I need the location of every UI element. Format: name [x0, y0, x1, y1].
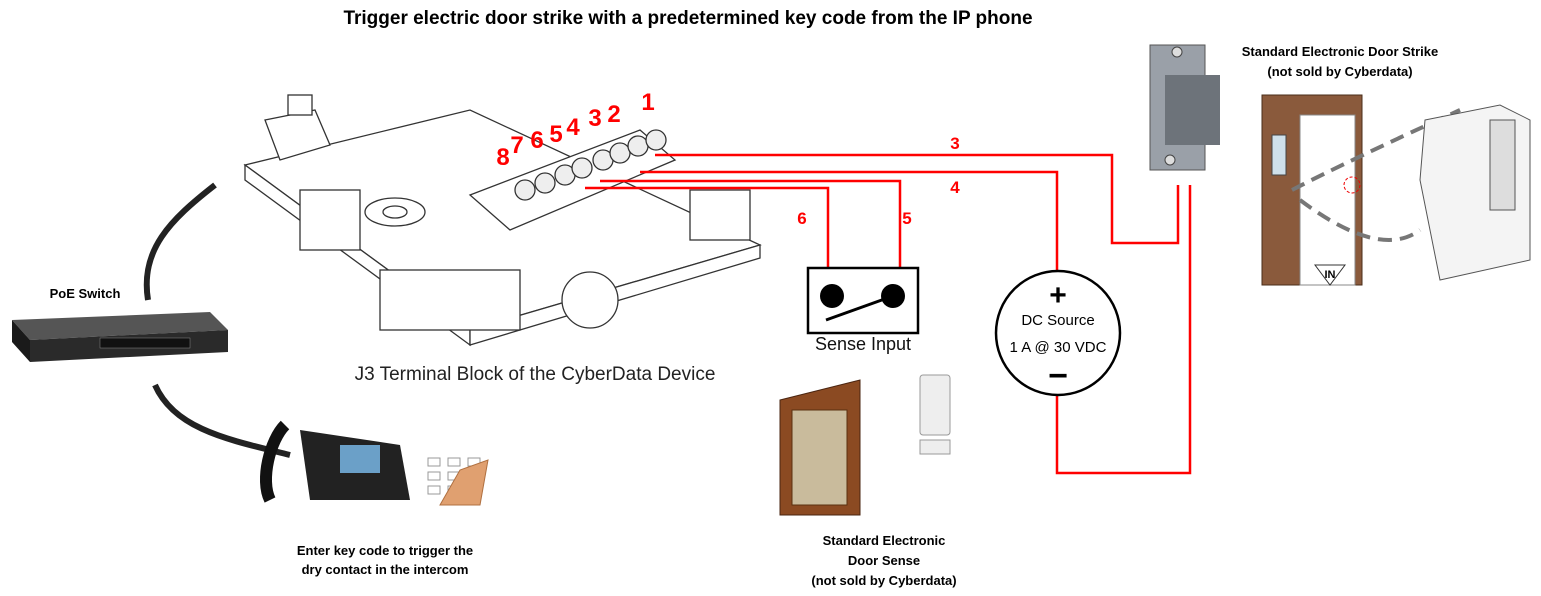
pin-number-7: 7: [510, 132, 523, 159]
keypad-hand-image: [427, 457, 489, 506]
dc-source-label: DC Source: [1021, 312, 1094, 329]
poe-switch-label: PoE Switch: [50, 286, 121, 301]
dc-plus-sign: +: [1049, 279, 1067, 312]
poe-switch-image: [12, 312, 228, 362]
wire-label-3: 3: [950, 134, 959, 153]
terminal-block-caption: J3 Terminal Block of the CyberData Devic…: [355, 364, 716, 385]
dc-source-rating: 1 A @ 30 VDC: [1010, 339, 1107, 356]
sense-input-label: Sense Input: [815, 334, 911, 354]
pin-number-2: 2: [607, 101, 620, 128]
wire-label-6: 6: [797, 209, 806, 228]
sense-input-switch: [806, 266, 920, 335]
door-strike-label: Standard Electronic Door Strike: [1242, 44, 1439, 59]
dc-minus-sign: −: [1048, 357, 1068, 395]
door-sense-image: [779, 374, 951, 516]
door-in-label: IN: [1325, 269, 1336, 281]
phone-instruction-1: Enter key code to trigger the: [297, 543, 473, 558]
pin-number-3: 3: [588, 105, 601, 132]
door-strike-note: (not sold by Cyberdata): [1267, 64, 1412, 79]
wire-label-4: 4: [950, 178, 960, 197]
wire-dc-return: [1055, 185, 1192, 475]
terminal-board-drawing: [243, 94, 762, 347]
door-sense-note: (not sold by Cyberdata): [811, 573, 956, 588]
pin-number-6: 6: [530, 127, 543, 154]
wire-4: [640, 170, 1059, 272]
door-strike-image: [1149, 44, 1220, 171]
wire-label-5: 5: [902, 209, 911, 228]
wire-3: [655, 153, 1180, 245]
door-sense-label-1: Standard Electronic: [823, 533, 946, 548]
wire-5: [600, 179, 902, 268]
pin-number-5: 5: [549, 121, 562, 148]
door-diagram-image: IN: [1261, 94, 1531, 286]
diagram-title: Trigger electric door strike with a pred…: [343, 8, 1032, 29]
dc-source: + DC Source 1 A @ 30 VDC −: [994, 269, 1122, 397]
phone-instruction-2: dry contact in the intercom: [302, 562, 469, 577]
pin-number-4: 4: [566, 114, 580, 141]
pin-number-8: 8: [496, 144, 509, 171]
pin-number-1: 1: [641, 89, 654, 116]
wire-6: [585, 186, 830, 268]
ip-phone-image: [259, 420, 410, 503]
door-sense-label-2: Door Sense: [848, 553, 920, 568]
